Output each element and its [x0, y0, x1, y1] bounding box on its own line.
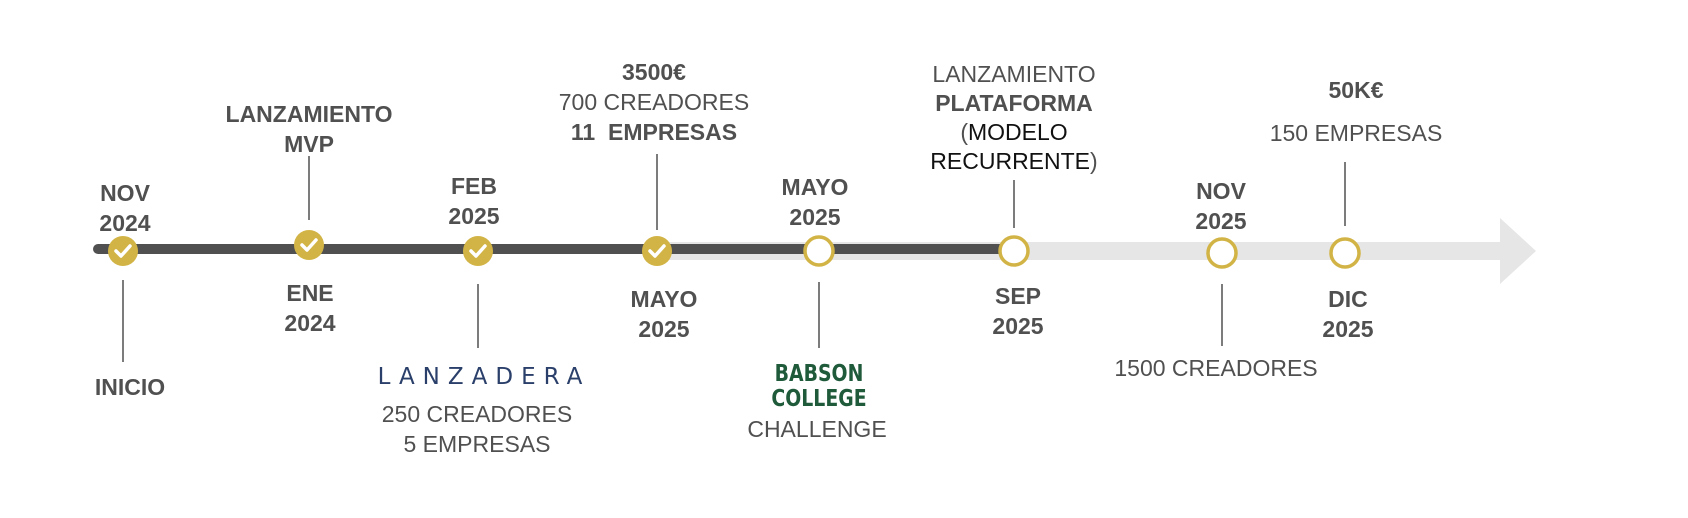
- check-icon: [114, 244, 132, 258]
- timeline-future-track: [660, 218, 1536, 284]
- milestone-note-m4: 3500€ 700 CREADORES 11 EMPRESAS: [558, 59, 750, 145]
- milestone-marker-m7: [1206, 237, 1238, 269]
- milestone-marker-m6: [998, 235, 1030, 267]
- milestone-note-m6: LANZAMIENTO PLATAFORMA (MODELO RECURRENT…: [930, 61, 1098, 174]
- milestone-note-m1: INICIO: [94, 374, 166, 400]
- milestone-marker-m4: [642, 236, 672, 266]
- milestone-marker-m1: [108, 236, 138, 266]
- milestone-note-m5: CHALLENGE: [747, 416, 887, 442]
- check-icon: [648, 244, 666, 258]
- check-icon: [300, 238, 318, 252]
- lanzadera-logo: LANZADERA: [377, 364, 591, 390]
- check-icon: [469, 244, 487, 258]
- milestone-note-m7: 1500 CREADORES: [1114, 355, 1318, 381]
- milestone-marker-m5: [803, 235, 835, 267]
- milestone-marker-m8: [1329, 237, 1361, 269]
- milestone-note-m8: 50K€ 150 EMPRESAS: [1269, 77, 1443, 146]
- milestone-marker-m3: [463, 236, 493, 266]
- milestone-marker-m2: [294, 230, 324, 260]
